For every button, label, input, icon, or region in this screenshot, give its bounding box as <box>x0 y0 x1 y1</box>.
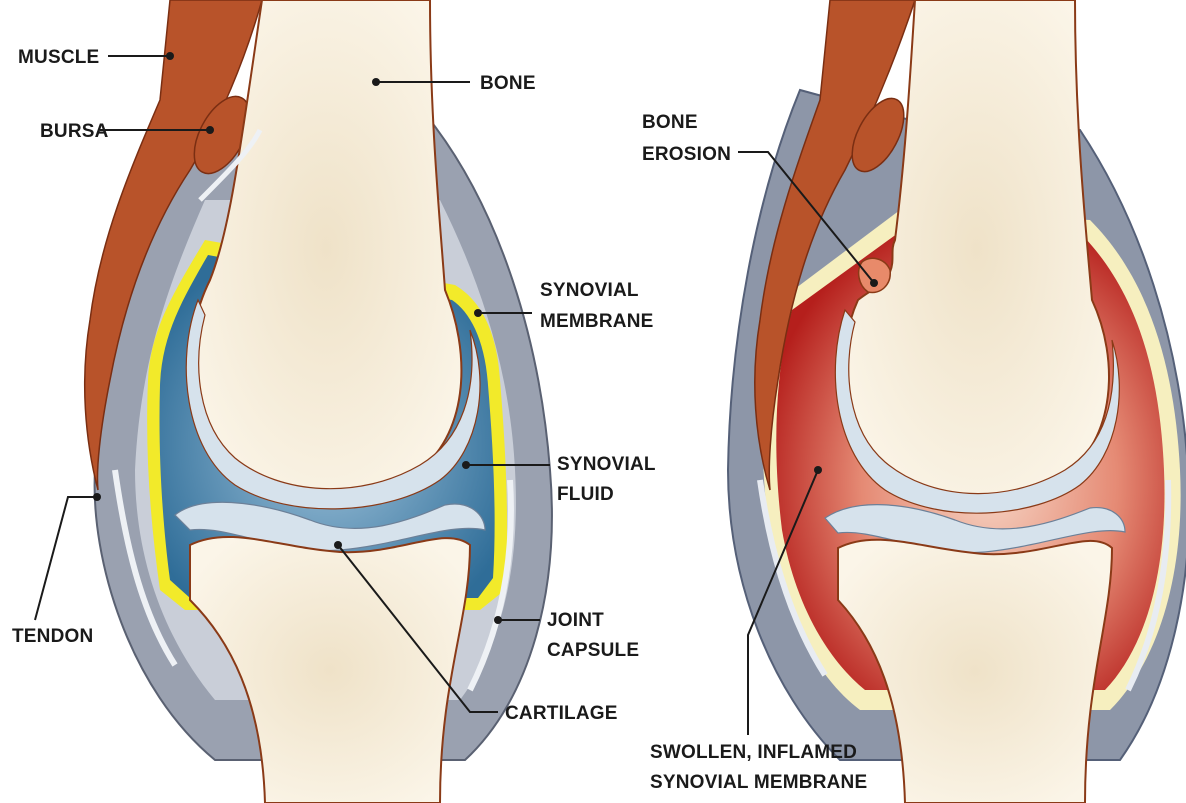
cartilage-dot <box>334 541 342 549</box>
bone-erosion-shape <box>859 258 891 292</box>
synovial-membrane-dot <box>474 309 482 317</box>
label-tendon: TENDON <box>12 626 93 647</box>
bursa-dot <box>206 126 214 134</box>
label-bursa: BURSA <box>40 121 109 142</box>
label-inflamed-1: SWOLLEN, INFLAMED <box>650 742 857 763</box>
label-joint-capsule-1: JOINT <box>547 610 604 631</box>
label-bone-erosion-2: EROSION <box>642 144 731 165</box>
inflamed-membrane-dot <box>814 466 822 474</box>
label-synovial-membrane-2: MEMBRANE <box>540 311 654 332</box>
label-cartilage: CARTILAGE <box>505 703 618 724</box>
label-bone-erosion-1: BONE <box>642 112 698 133</box>
label-synovial-fluid-1: SYNOVIAL <box>557 454 656 475</box>
tendon-leader <box>35 497 97 620</box>
label-synovial-membrane-1: SYNOVIAL <box>540 280 639 301</box>
muscle-dot <box>166 52 174 60</box>
bone-dot <box>372 78 380 86</box>
label-inflamed-2: SYNOVIAL MEMBRANE <box>650 772 867 793</box>
label-synovial-fluid-2: FLUID <box>557 484 614 505</box>
bone-erosion-dot <box>870 279 878 287</box>
tendon-dot <box>93 493 101 501</box>
joint-capsule-dot <box>494 616 502 624</box>
synovial-fluid-dot <box>462 461 470 469</box>
label-bone: BONE <box>480 73 536 94</box>
label-muscle: MUSCLE <box>18 47 99 68</box>
arthritic-joint <box>728 0 1186 803</box>
normal-joint <box>85 0 552 803</box>
label-joint-capsule-2: CAPSULE <box>547 640 639 661</box>
